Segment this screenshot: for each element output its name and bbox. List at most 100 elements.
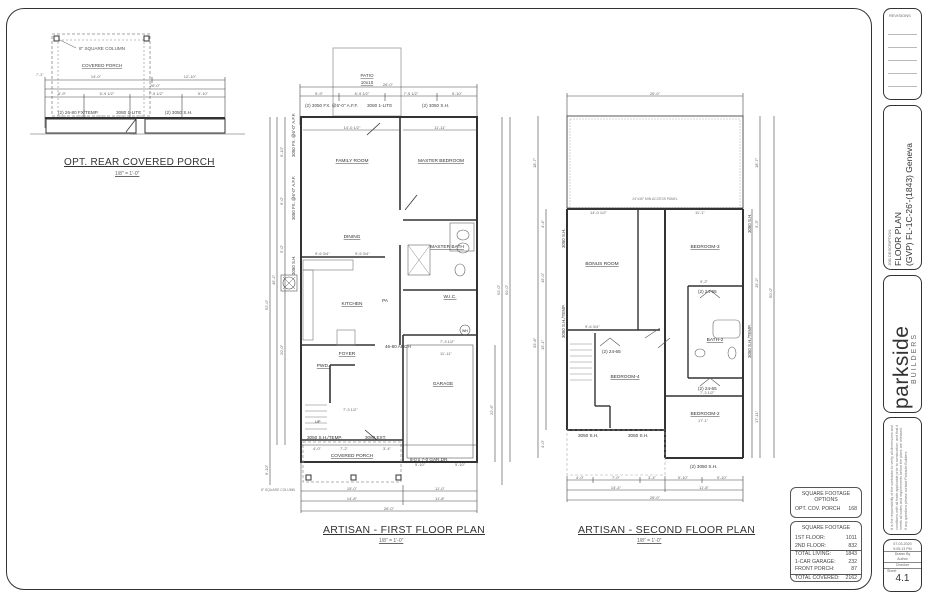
sq-value: 1843 bbox=[845, 551, 857, 557]
info-date: 07-03-2020 bbox=[893, 542, 912, 546]
second-floor-plan-drawing: 26'-0" 24"x30" MIN ACCESS PANEL bbox=[532, 91, 775, 502]
svg-text:11'-0": 11'-0" bbox=[435, 486, 445, 491]
svg-text:3'-4": 3'-4" bbox=[383, 446, 392, 451]
svg-text:26'-0": 26'-0" bbox=[383, 82, 394, 87]
svg-text:5'-9": 5'-9" bbox=[315, 91, 324, 96]
svg-text:5'-10": 5'-10" bbox=[415, 462, 426, 467]
svg-text:11'-11": 11'-11" bbox=[434, 125, 446, 130]
sq-row-1st-floor: 1ST FLOOR: 1011 bbox=[791, 535, 861, 543]
svg-text:7'-5 1/2": 7'-5 1/2" bbox=[149, 91, 164, 96]
svg-text:5'-10": 5'-10" bbox=[198, 91, 209, 96]
sq-value: 232 bbox=[848, 558, 857, 565]
svg-text:4'-0": 4'-0" bbox=[313, 446, 322, 451]
sq-row-total-covered: TOTAL COVERED:2162 bbox=[791, 575, 861, 583]
svg-text:7'-3": 7'-3" bbox=[36, 73, 44, 77]
svg-text:14'-4": 14'-4" bbox=[611, 485, 622, 490]
svg-text:4'-0": 4'-0" bbox=[576, 475, 585, 480]
svg-text:33'-8": 33'-8" bbox=[532, 337, 537, 348]
sq-row-total-living: TOTAL LIVING: 1843 bbox=[791, 551, 861, 559]
svg-text:3'-4": 3'-4" bbox=[648, 475, 657, 480]
revisions-box: REVISIONS bbox=[883, 8, 922, 100]
svg-text:15'-1": 15'-1" bbox=[540, 339, 545, 350]
svg-text:3050 S.H./TEMP.: 3050 S.H./TEMP. bbox=[561, 304, 566, 338]
sq-value: 1011 bbox=[845, 535, 857, 541]
svg-text:3080 1-LITE: 3080 1-LITE bbox=[367, 103, 392, 108]
sq-options-title-2: OPTIONS bbox=[814, 497, 838, 503]
job-description-box: JOB DESCRIPTION: FLOOR PLAN (GVP) FL-1C-… bbox=[883, 105, 922, 270]
svg-text:3'-3": 3'-3" bbox=[754, 219, 759, 228]
info-sheet-label: Sheet bbox=[887, 568, 897, 573]
svg-text:BEDROOM-3: BEDROOM-3 bbox=[690, 244, 719, 250]
sq-label: TOTAL LIVING: bbox=[795, 551, 831, 557]
svg-text:GARAGE: GARAGE bbox=[433, 381, 454, 387]
info-drawn-by: Drawn By bbox=[894, 552, 911, 556]
svg-text:12'-10": 12'-10" bbox=[184, 74, 197, 79]
svg-text:26'-0": 26'-0" bbox=[150, 83, 161, 88]
svg-text:7'-3 1/2": 7'-3 1/2" bbox=[343, 407, 358, 412]
sq-label: 2ND FLOOR: bbox=[795, 542, 827, 549]
svg-text:7'-5 1/2": 7'-5 1/2" bbox=[404, 91, 419, 96]
svg-text:(2) 3050 S.H.: (2) 3050 S.H. bbox=[422, 103, 449, 108]
svg-text:15'-2": 15'-2" bbox=[754, 277, 759, 288]
svg-text:COVERED PORCH: COVERED PORCH bbox=[331, 453, 374, 459]
sheet-info-box: 07-03-2020 5:05:13 PM Drawn By Author Ch… bbox=[883, 539, 922, 592]
svg-text:52'-0": 52'-0" bbox=[496, 284, 501, 295]
sq-label: FRONT PORCH: bbox=[795, 566, 835, 572]
disclaimer-box: It is the responsibility of the contract… bbox=[883, 417, 922, 535]
svg-text:6'-10": 6'-10" bbox=[264, 464, 269, 475]
svg-text:5'-9": 5'-9" bbox=[58, 91, 67, 96]
svg-text:KITCHEN: KITCHEN bbox=[341, 301, 363, 307]
svg-text:11'-11": 11'-11" bbox=[440, 351, 452, 356]
svg-text:15'-0": 15'-0" bbox=[347, 486, 358, 491]
sq-label: 1ST FLOOR: bbox=[795, 535, 826, 541]
rear-porch-drawing: 8" SQUARE COLUMN COVERED PORCH 14'-0" 12… bbox=[30, 33, 245, 135]
svg-text:24"x30" MIN ACCESS PANEL: 24"x30" MIN ACCESS PANEL bbox=[632, 197, 677, 201]
info-checker: Checker bbox=[884, 563, 921, 569]
svg-text:52'-0": 52'-0" bbox=[264, 299, 269, 310]
sq-value: 832 bbox=[848, 542, 857, 549]
svg-text:W.I.C.: W.I.C. bbox=[443, 294, 456, 300]
svg-text:7'-3 1/2": 7'-3 1/2" bbox=[440, 339, 455, 344]
svg-text:3050 S.H.: 3050 S.H. bbox=[628, 433, 648, 438]
svg-text:6'-0": 6'-0" bbox=[279, 196, 284, 205]
svg-text:11'-8": 11'-8" bbox=[699, 485, 709, 490]
rear-porch-title: OPT. REAR COVERED PORCH bbox=[64, 157, 215, 168]
svg-text:BATH-2: BATH-2 bbox=[707, 337, 724, 343]
svg-text:8" SQUARE COLUMN: 8" SQUARE COLUMN bbox=[261, 488, 296, 492]
square-footage-options-box: SQUARE FOOTAGE OPTIONS OPT. COV. PORCH 1… bbox=[790, 487, 862, 518]
svg-text:COVERED PORCH: COVERED PORCH bbox=[82, 63, 123, 68]
brand-box: parkside BUILDERS bbox=[883, 275, 922, 413]
sq-row-front-porch: FRONT PORCH:87 bbox=[791, 566, 861, 575]
svg-text:PA: PA bbox=[382, 298, 389, 303]
svg-text:9'-6 3/4": 9'-6 3/4" bbox=[315, 251, 330, 256]
svg-text:6'-9 1/2": 6'-9 1/2" bbox=[100, 91, 115, 96]
svg-text:5'-10": 5'-10" bbox=[452, 91, 463, 96]
svg-text:22'-6": 22'-6" bbox=[489, 404, 494, 415]
svg-text:FOYER: FOYER bbox=[339, 351, 356, 357]
rear-porch-scale: 1/8" = 1'-0" bbox=[115, 171, 140, 177]
sq-options-label: OPT. COV. PORCH bbox=[795, 506, 841, 512]
svg-text:(2) 3050 FX. @6'-0" A.F.F.: (2) 3050 FX. @6'-0" A.F.F. bbox=[305, 103, 358, 108]
job-line-1: FLOOR PLAN bbox=[893, 212, 903, 266]
svg-text:FAMILY ROOM: FAMILY ROOM bbox=[336, 158, 369, 164]
svg-text:PWD.: PWD. bbox=[317, 363, 330, 369]
svg-text:5'-10": 5'-10" bbox=[455, 462, 466, 467]
brand-subtitle: BUILDERS bbox=[911, 332, 918, 384]
svg-text:(2) 24-65: (2) 24-65 bbox=[698, 289, 717, 294]
svg-text:4'-4": 4'-4" bbox=[540, 219, 545, 228]
svg-text:BONUS ROOM: BONUS ROOM bbox=[585, 261, 618, 267]
svg-text:PATIO: PATIO bbox=[360, 73, 374, 78]
svg-text:17'-1": 17'-1" bbox=[698, 418, 709, 423]
sq-label: 1-CAR GARAGE: bbox=[795, 558, 836, 565]
svg-text:3050 S.H.: 3050 S.H. bbox=[291, 255, 296, 275]
svg-text:14'-8": 14'-8" bbox=[347, 496, 358, 501]
svg-text:5'-10": 5'-10" bbox=[279, 146, 284, 157]
svg-text:3050 S.H.: 3050 S.H. bbox=[747, 213, 752, 233]
svg-text:9'-6 3/4": 9'-6 3/4" bbox=[585, 324, 600, 329]
first-floor-plan-title: ARTISAN - FIRST FLOOR PLAN bbox=[323, 524, 486, 536]
svg-text:17'-11": 17'-11" bbox=[754, 410, 759, 423]
svg-text:14'-0": 14'-0" bbox=[91, 74, 102, 79]
sq-value: 2162 bbox=[845, 574, 857, 581]
svg-text:5'-10": 5'-10" bbox=[678, 475, 689, 480]
svg-text:46-80 ARCH: 46-80 ARCH bbox=[385, 344, 411, 349]
